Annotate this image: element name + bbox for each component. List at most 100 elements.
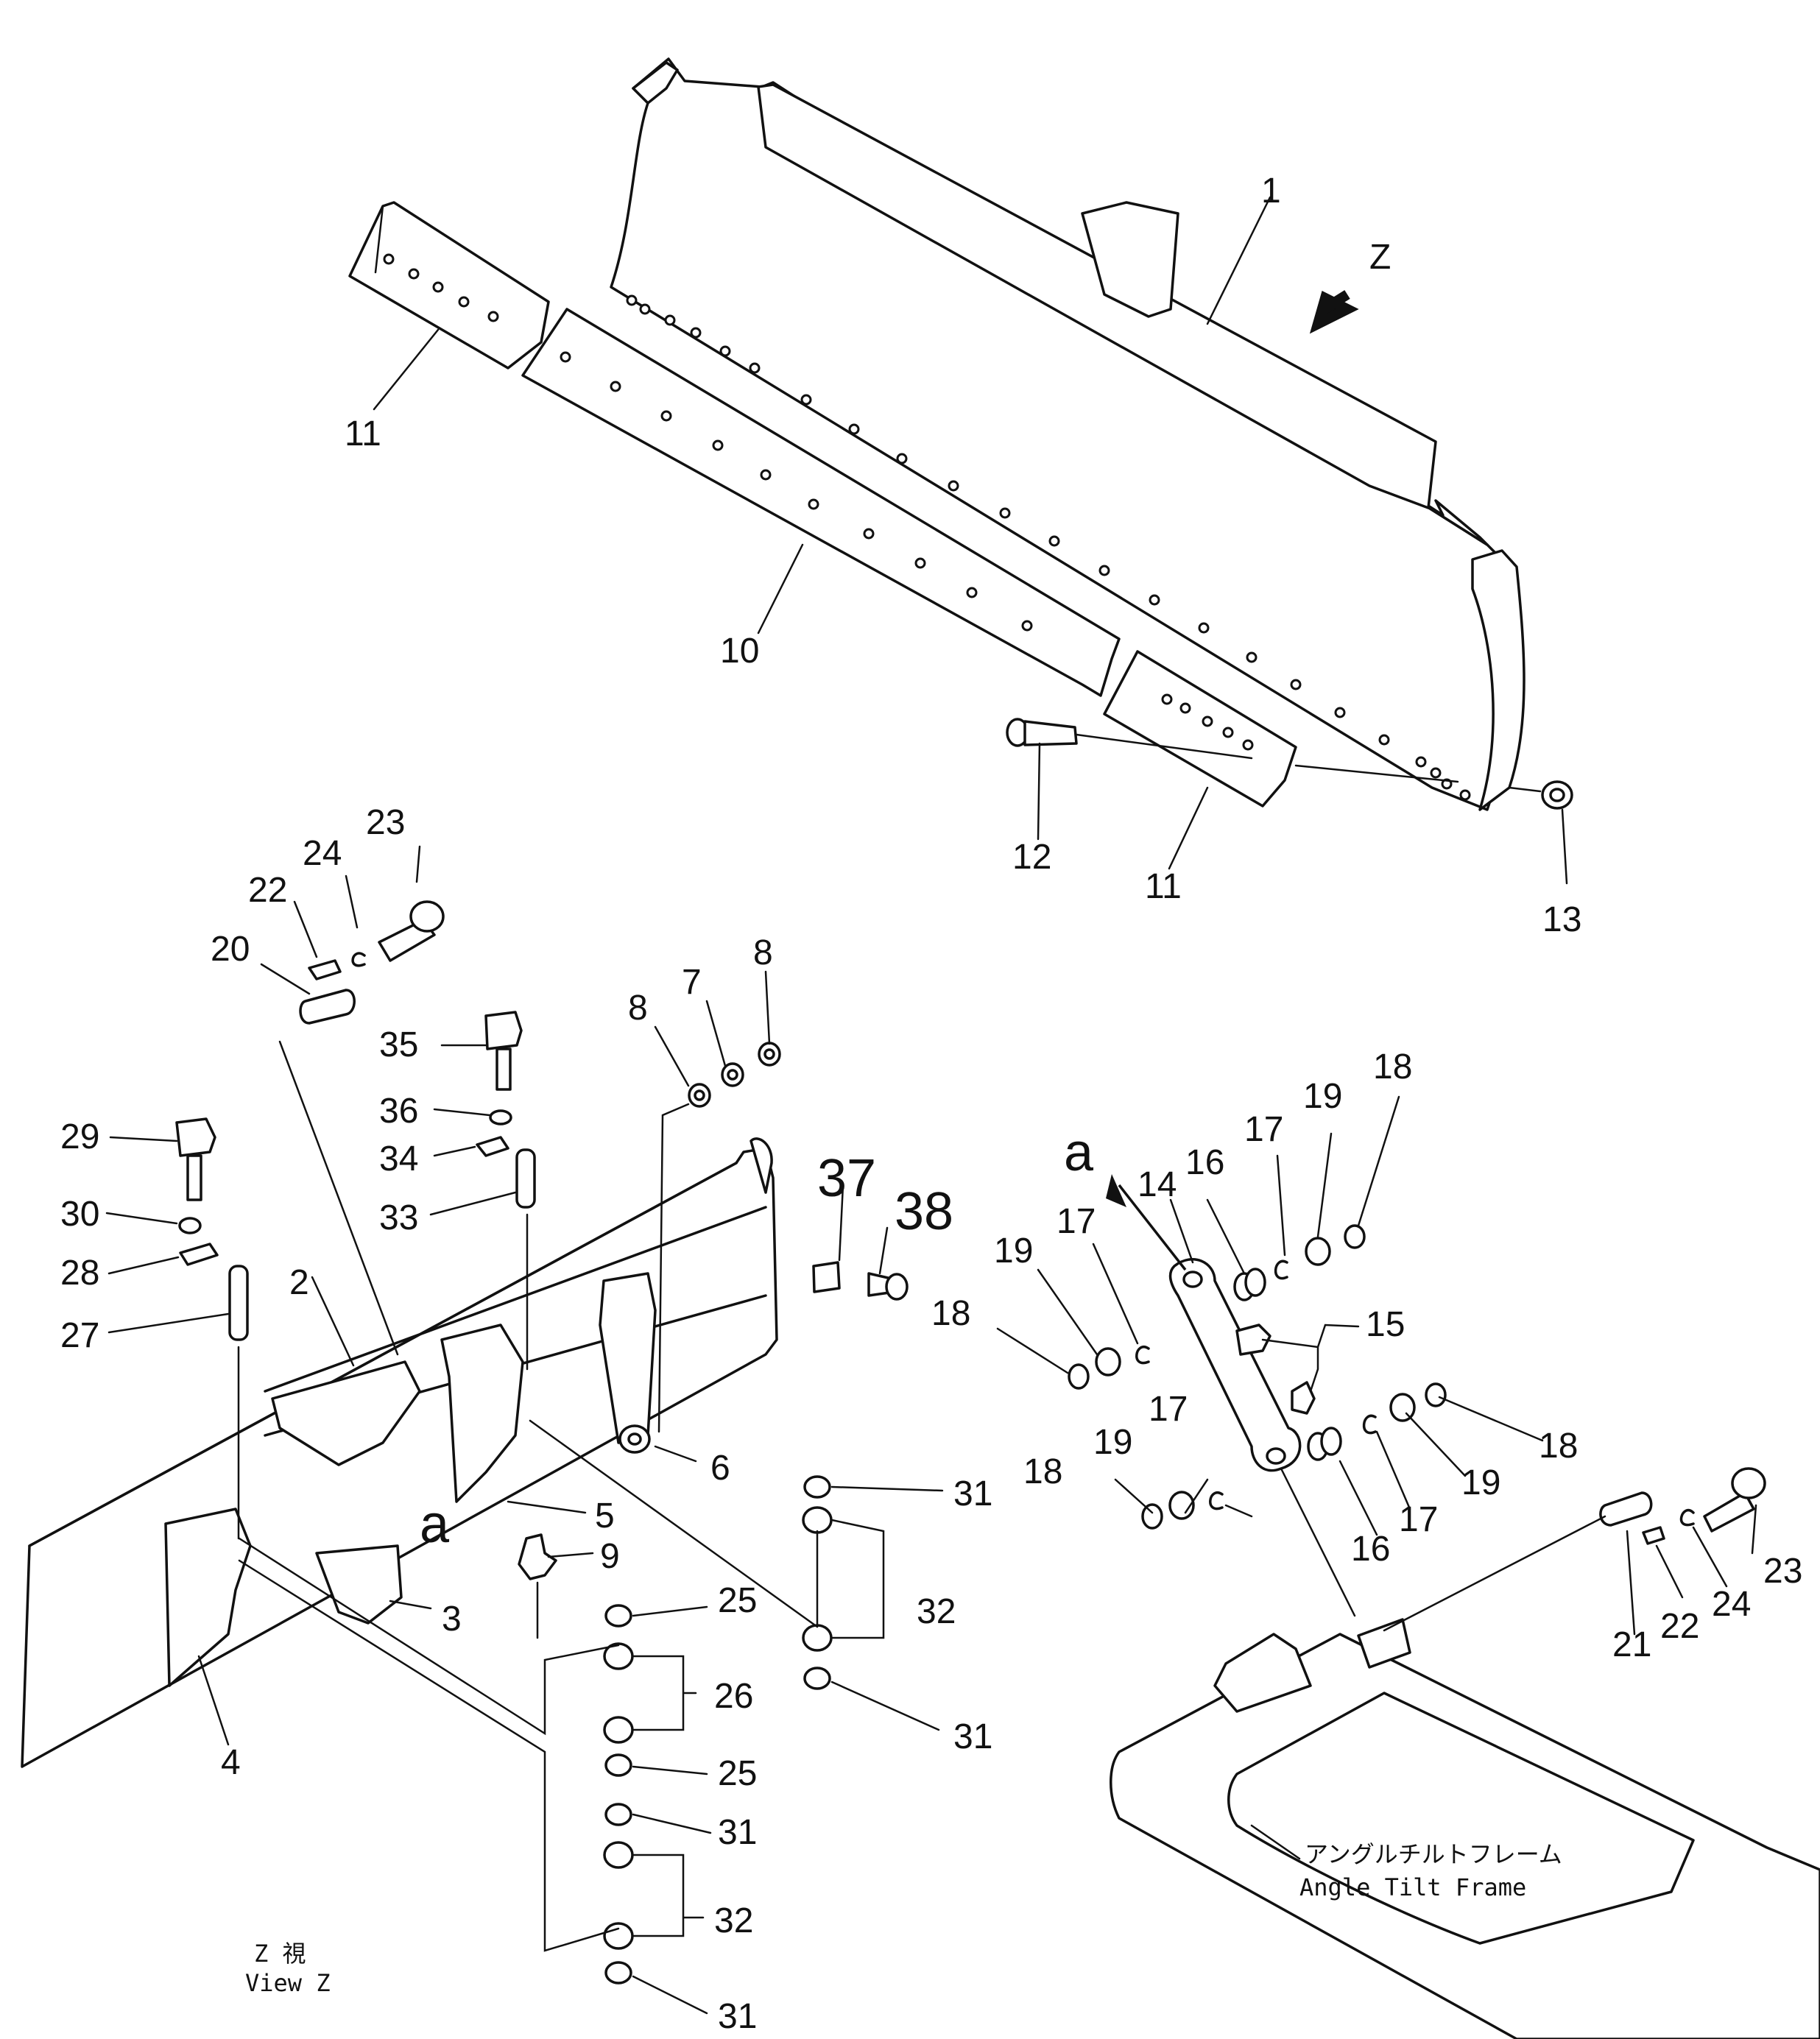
callout-24: 24: [303, 834, 342, 873]
callout-33: 33: [379, 1198, 418, 1237]
callout-36: 36: [379, 1092, 418, 1131]
callout-16: 16: [1351, 1530, 1390, 1569]
callout-1: 1: [1261, 172, 1281, 211]
frame-label-en: Angle Tilt Frame: [1299, 1873, 1526, 1901]
callout-23: 23: [366, 803, 405, 842]
view-caption-jp: Z 視: [254, 1940, 306, 1968]
washer-30: [178, 1217, 202, 1234]
washer-24a: [351, 952, 366, 967]
blade-left-wing: [632, 61, 679, 105]
nut-13: [1294, 764, 1573, 810]
callout-22: 22: [248, 871, 287, 910]
callout-labels: 1 11 10 12 11 13 23 24 22 20 35 36 34 33…: [60, 172, 1802, 2036]
callout-19: 19: [1093, 1423, 1132, 1462]
view-caption-en: View Z: [245, 1969, 331, 1997]
bushing-8b: [758, 1042, 781, 1067]
lock-plate-28: [179, 1243, 219, 1266]
frame-label-jp: アングルチルトフレーム: [1305, 1840, 1562, 1868]
callout-5: 5: [595, 1496, 615, 1536]
bolt-35: [484, 1011, 523, 1091]
callout-6: 6: [710, 1449, 730, 1488]
callout-13: 13: [1542, 900, 1581, 939]
callout-32: 32: [714, 1901, 753, 1940]
callout-17: 17: [1149, 1390, 1188, 1429]
washer-stack-a: [1068, 1346, 1150, 1390]
pin-20: [278, 989, 399, 1356]
callout-3: 3: [442, 1600, 462, 1639]
callout-14: 14: [1138, 1165, 1177, 1204]
blade-back-rib: [757, 83, 1437, 509]
leader-lines: [105, 196, 1757, 2015]
callout-26: 26: [714, 1677, 753, 1716]
angle-tilt-frame: [1110, 1467, 1820, 2039]
end-bit-right: [1103, 650, 1297, 808]
bracket-4: [164, 1508, 252, 1687]
callout-21: 21: [1612, 1625, 1651, 1664]
washer-stack-b: [1233, 1224, 1366, 1301]
washer-36: [489, 1109, 512, 1125]
washer-stack-d: [1307, 1382, 1447, 1461]
lock-plate-34: [476, 1136, 509, 1157]
callout-15: 15: [1366, 1305, 1405, 1344]
callout-11: 11: [345, 414, 381, 453]
callout-17: 17: [1244, 1110, 1283, 1149]
lock-plate-22a: [308, 959, 342, 980]
callout-25: 25: [718, 1581, 757, 1620]
callout-12: 12: [1012, 838, 1051, 877]
callout-18: 18: [1023, 1452, 1062, 1491]
callout-7: 7: [682, 963, 702, 1002]
callout-8: 8: [753, 933, 773, 972]
callout-19: 19: [1461, 1463, 1500, 1502]
callout-23: 23: [1763, 1552, 1802, 1591]
bracket-3: [315, 1544, 403, 1625]
link-detail: [1068, 1174, 1447, 1617]
callout-31: 31: [718, 1813, 757, 1852]
detail-marker-a: a: [420, 1495, 450, 1554]
blade-bolt-holes: [626, 294, 1471, 801]
callout-19: 19: [994, 1231, 1033, 1271]
callout-32: 32: [917, 1592, 956, 1631]
blade-assembly: [610, 57, 1526, 811]
callout-28: 28: [60, 1254, 99, 1293]
callout-31: 31: [953, 1474, 992, 1513]
callout-24: 24: [1712, 1585, 1751, 1624]
link-rod-14: [1168, 1258, 1302, 1472]
callout-18: 18: [931, 1294, 970, 1333]
callout-29: 29: [60, 1117, 99, 1156]
blade-center-post: [1081, 201, 1179, 318]
callout-16: 16: [1185, 1143, 1224, 1182]
bolt-12: [1006, 718, 1253, 760]
detail-marker-a: a: [1064, 1123, 1094, 1182]
bushing-8a: [688, 1083, 711, 1108]
blade-back-frame: [21, 1147, 778, 1768]
callout-31: 31: [718, 1997, 757, 2036]
pin-33: [515, 1148, 536, 1371]
callout-18: 18: [1373, 1047, 1412, 1086]
callout-31: 31: [953, 1717, 992, 1756]
bushing-7: [721, 1062, 744, 1087]
bolt-29: [175, 1117, 216, 1201]
callout-25: 25: [718, 1754, 757, 1793]
washer-stack-c: [1141, 1491, 1224, 1530]
callout-27: 27: [60, 1316, 99, 1355]
callout-22: 22: [1660, 1607, 1699, 1646]
callout-38: 38: [895, 1182, 953, 1241]
cutting-edge: [521, 308, 1121, 697]
callout-10: 10: [720, 632, 759, 671]
callout-37: 37: [817, 1149, 876, 1208]
callout-35: 35: [379, 1025, 418, 1064]
plate-37: [812, 1261, 841, 1293]
callout-19: 19: [1303, 1077, 1342, 1116]
callout-17: 17: [1399, 1500, 1438, 1539]
mount-bracket-assembly: [21, 1137, 909, 1768]
callout-4: 4: [221, 1743, 241, 1782]
callout-9: 9: [600, 1537, 620, 1576]
callout-34: 34: [379, 1139, 418, 1178]
callout-11: 11: [1145, 867, 1182, 906]
view-marker-z: Z: [1369, 238, 1391, 277]
grease-fitting-9: [518, 1533, 557, 1639]
callout-30: 30: [60, 1195, 99, 1234]
end-bit-left: [348, 201, 550, 370]
view-z-arrow: [1309, 290, 1359, 334]
pin-27: [228, 1265, 249, 1540]
